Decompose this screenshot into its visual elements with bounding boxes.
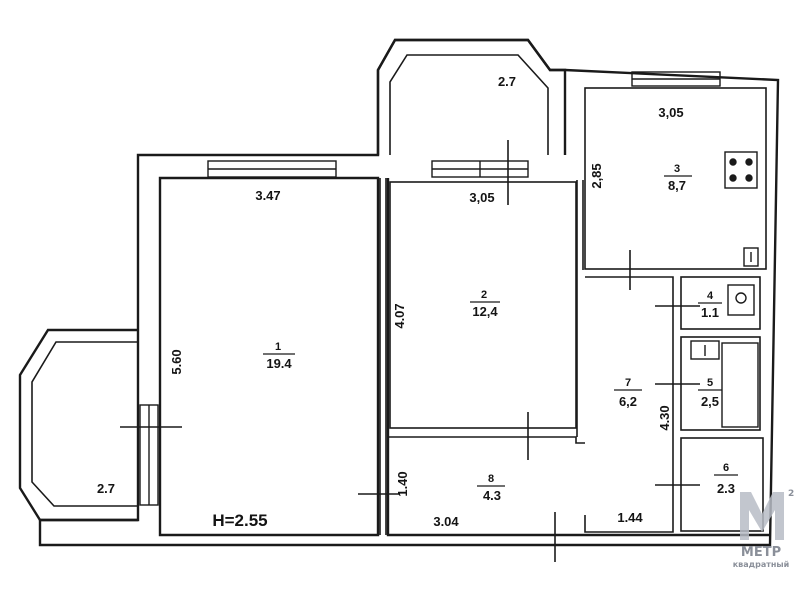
partition-walls	[379, 178, 584, 535]
ceiling-height-label: H=2.55	[212, 511, 267, 530]
room1-width-label: 3.47	[255, 188, 280, 203]
balcony-left	[18, 328, 138, 522]
watermark-brand: МЕТР	[741, 545, 781, 560]
door-markers	[120, 140, 700, 562]
room8-width-label: 3.04	[433, 514, 459, 529]
room-2-number: 2	[481, 289, 487, 301]
room-4-number: 4	[707, 290, 714, 302]
watermark-tagline: квадратный	[733, 560, 789, 569]
room-7-area: 6,2	[619, 394, 637, 409]
room-8-area: 4.3	[483, 488, 501, 503]
room-3-area: 8,7	[668, 178, 686, 193]
room-8-number: 8	[488, 473, 494, 485]
room-4-outline	[680, 276, 761, 330]
room-5-number: 5	[707, 377, 713, 389]
room-5-area: 2,5	[701, 394, 719, 409]
upper-balcony-area: 2.7	[498, 74, 516, 89]
room3-length-label: 2,85	[589, 163, 604, 188]
room-3-number: 3	[674, 163, 680, 175]
room-6-number: 6	[723, 462, 729, 474]
room2-length-label: 4.07	[392, 303, 407, 328]
room-6-area: 2.3	[717, 481, 735, 496]
room8-length-label: 1.40	[395, 471, 410, 496]
room-outlines	[379, 87, 767, 535]
room-7-outline	[584, 276, 674, 533]
balcony-upper	[376, 38, 567, 155]
room-3-outline	[584, 87, 767, 270]
watermark-sup: 2	[788, 489, 794, 499]
room7-length-label: 4.30	[657, 405, 672, 430]
hall-width-label: 1.44	[617, 510, 643, 525]
sink-icon	[743, 247, 759, 267]
bathtub-icon	[690, 340, 759, 428]
toilet-icon	[727, 284, 755, 316]
room-8-outline	[388, 436, 585, 444]
m2-logo-icon	[740, 492, 784, 540]
room2-width-label: 3,05	[469, 190, 494, 205]
room-2-outline	[389, 181, 577, 429]
room-4-area: 1.1	[701, 305, 719, 320]
room-7-number: 7	[625, 377, 631, 389]
room-1-area: 19.4	[266, 356, 292, 371]
room1-length-label: 5.60	[169, 349, 184, 374]
stove-icon	[724, 151, 758, 189]
room-1-number: 1	[275, 341, 281, 353]
labels: 3.47 5.60 1 19.4 H=2.55 2.7 2.7 3,05 4.0…	[97, 74, 738, 530]
windows	[139, 71, 721, 506]
left-balcony-area: 2.7	[97, 481, 115, 496]
watermark-logo: 2 МЕТР квадратный	[733, 489, 795, 569]
room3-width-label: 3,05	[658, 105, 683, 120]
room-2-area: 12,4	[472, 304, 498, 319]
